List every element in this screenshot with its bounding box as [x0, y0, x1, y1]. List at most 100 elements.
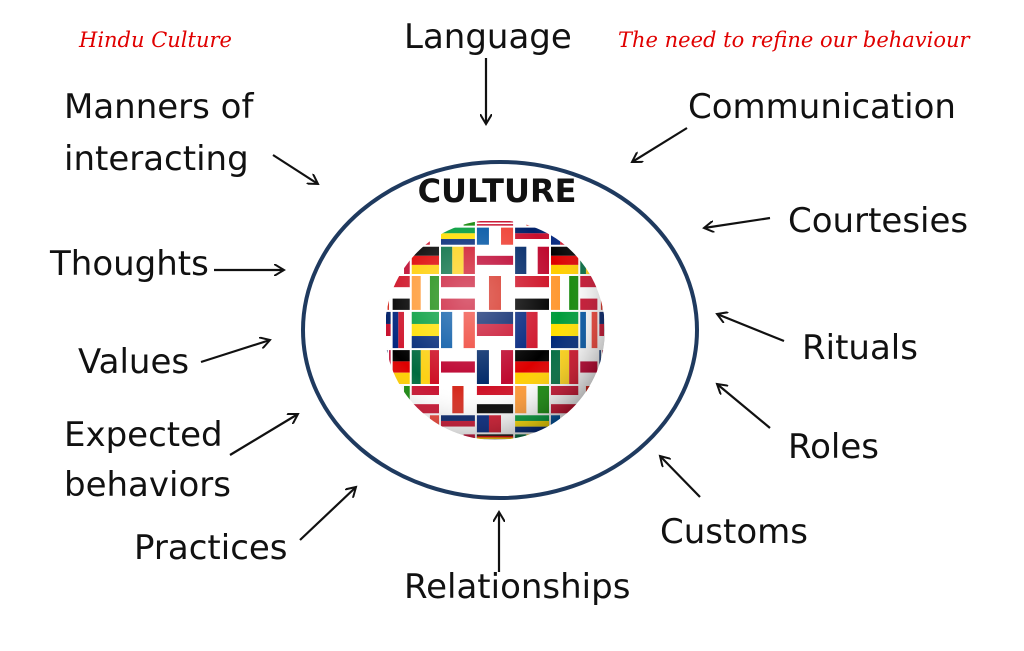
flag-tile [452, 221, 464, 226]
label-rituals: Rituals [802, 328, 918, 368]
flag-tile [386, 434, 391, 436]
flag-tile [420, 227, 430, 245]
flag-tile [386, 224, 391, 226]
flag-tile [591, 434, 598, 439]
flag-tile [411, 435, 439, 438]
flag-tile [537, 221, 549, 226]
globe-of-flags-image [385, 220, 605, 440]
arrow-values [200, 340, 270, 364]
flag-tile [526, 221, 538, 226]
flag-tile [551, 221, 579, 223]
flag-tile [599, 386, 604, 396]
label-expected-line1: Expected [64, 415, 223, 455]
arrow-courtesies [704, 216, 771, 228]
flag-tile [389, 227, 391, 245]
flag-tile [602, 276, 604, 310]
flag-tile [580, 233, 598, 240]
flag-tile [580, 434, 586, 439]
flag-tile [411, 221, 439, 223]
label-roles: Roles [788, 427, 879, 467]
flag-tile [580, 420, 598, 427]
header-left: Hindu Culture [79, 28, 232, 52]
flag-tile [551, 222, 579, 225]
flag-tile [580, 415, 598, 421]
flag-tile [392, 221, 399, 226]
flag-tile [599, 227, 601, 245]
flag-tile [599, 224, 604, 226]
flag-tile [392, 227, 410, 234]
flag-tile [411, 415, 421, 433]
label-courtesies: Courtesies [788, 201, 969, 241]
flag-tile [398, 221, 405, 226]
flag-tile [386, 437, 391, 439]
flag-tile [599, 222, 604, 225]
flag-tile [602, 227, 604, 245]
flag-tile [411, 437, 439, 439]
arrow-communication [632, 127, 688, 162]
flag-tile [537, 434, 549, 439]
label-communication: Communication [688, 87, 956, 127]
flag-tile [411, 224, 439, 226]
flag-tile [602, 350, 604, 384]
flag-tile [386, 415, 388, 433]
arrow-rituals [717, 314, 785, 343]
flag-tile [392, 233, 410, 240]
flag-tile [585, 221, 592, 226]
flag-tile [580, 239, 598, 245]
flag-tile [569, 415, 579, 433]
flag-tile [387, 227, 390, 245]
flag-tile [392, 239, 410, 245]
label-expected-line2: behaviors [64, 465, 231, 505]
culture-title: CULTURE [417, 172, 577, 210]
flag-tile [386, 395, 391, 405]
flag-tile [386, 350, 388, 384]
flag-tile [387, 415, 390, 433]
flag-tile [404, 221, 410, 226]
flag-tile [411, 434, 439, 436]
flag-tile [386, 404, 391, 414]
flag-tile [585, 434, 592, 439]
flag-tile [551, 435, 579, 438]
flag-tile [392, 415, 410, 421]
flag-tile [560, 415, 570, 433]
flag-tile [386, 246, 391, 256]
flag-tile [569, 227, 579, 245]
label-language: Language [404, 17, 572, 57]
flag-tile [452, 434, 464, 439]
flag-tile [386, 255, 391, 265]
label-manners-line1: Manners of [64, 87, 254, 127]
flag-tile [580, 426, 598, 433]
label-practices: Practices [134, 528, 288, 568]
flag-tile [599, 437, 604, 439]
flag-tile [551, 437, 579, 439]
flag-tile [386, 222, 391, 225]
flag-tile [591, 246, 598, 274]
flag-tile [526, 434, 538, 439]
flag-tile [600, 415, 603, 433]
flag-tile [389, 415, 391, 433]
flag-tile [411, 222, 439, 225]
arrow-expected [229, 414, 298, 456]
header-right: The need to refine our behaviour [618, 28, 970, 52]
flag-tile [599, 435, 604, 438]
flag-tile [420, 415, 430, 433]
label-relationships: Relationships [404, 567, 631, 607]
flag-tile [599, 404, 604, 414]
flag-tile [599, 395, 604, 405]
arrow-practices [299, 487, 356, 541]
flag-tile [386, 386, 391, 396]
culture-circle [301, 160, 699, 500]
arrow-manners [272, 154, 318, 184]
flag-tile [398, 434, 405, 439]
flag-tile [392, 246, 399, 274]
flag-tile [551, 434, 579, 436]
flag-tile [560, 227, 570, 245]
flag-tile [580, 227, 598, 234]
flag-tile [599, 255, 604, 265]
flag-tile [386, 227, 388, 245]
flag-tile [602, 415, 604, 433]
label-thoughts: Thoughts [50, 244, 209, 284]
flag-tile [551, 224, 579, 226]
arrow-customs [660, 456, 701, 498]
flag-tile [392, 420, 410, 427]
